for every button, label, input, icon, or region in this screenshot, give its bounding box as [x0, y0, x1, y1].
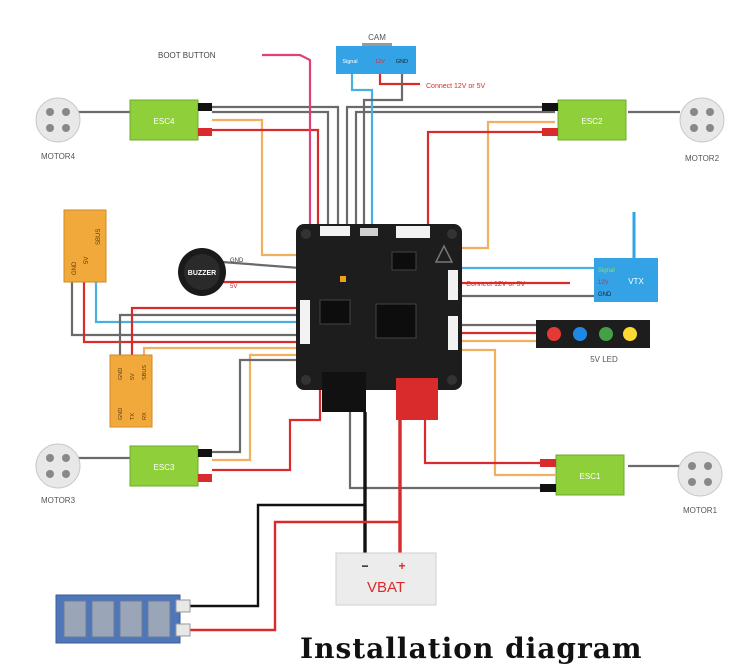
- wire-cam-blue: [350, 74, 374, 228]
- esc2-label: ESC2: [582, 117, 603, 126]
- wire-esc3-gray: [212, 358, 300, 454]
- wire-cam-red: [378, 74, 420, 86]
- battery: [55, 594, 191, 644]
- wire-rx-a-red: [82, 282, 300, 344]
- receiver-a: GND 5V SBUS: [63, 209, 107, 283]
- motor-2: MOTOR2: [679, 97, 725, 163]
- esc4-label: ESC4: [154, 117, 175, 126]
- motor4-label: MOTOR4: [41, 152, 76, 161]
- motor-3: MOTOR3: [35, 443, 81, 505]
- boot-button-label: BOOT BUTTON: [158, 51, 216, 60]
- cam-pin-gnd: GND: [396, 59, 408, 65]
- vbat-plus: +: [398, 559, 405, 573]
- cam-pin-power: 12V: [375, 59, 385, 65]
- diagram-caption: Installation diagram: [300, 632, 643, 665]
- vtx-power-note: Connect 12V or 5V: [466, 281, 525, 288]
- wire-rx-a-blue: [94, 282, 300, 324]
- esc3-label: ESC3: [154, 463, 175, 472]
- wire-esc3-red: [212, 380, 322, 472]
- wires: [70, 53, 680, 632]
- receiver-b-pin-5: TX: [130, 413, 136, 420]
- motor-4: MOTOR4: [35, 97, 81, 161]
- wire-rx-b-gray: [118, 313, 300, 355]
- wire-esc2-gray2: [345, 105, 555, 228]
- flight-controller-board: [296, 224, 462, 420]
- wire-esc4-gray1: [212, 110, 330, 228]
- wire-esc1-orange: [458, 348, 555, 477]
- receiver-a-pin-2: 5V: [84, 257, 90, 264]
- receiver-a-pin-3: SBUS: [96, 229, 102, 245]
- vtx-pin-gnd: GND: [598, 292, 612, 298]
- receiver-b-pin-3: SBUS: [142, 365, 148, 380]
- receiver-b-pin-4: GND: [118, 408, 124, 420]
- wire-rx-b-orange: [142, 346, 300, 355]
- led-strip: 5V LED: [536, 320, 650, 364]
- buzzer-gnd-label: GND: [230, 258, 244, 264]
- buzzer: BUZZER GND 5V: [178, 248, 244, 296]
- wire-esc2-orange: [458, 120, 555, 250]
- buzzer-5v-label: 5V: [230, 284, 237, 290]
- buzzer-label: BUZZER: [188, 270, 216, 277]
- receiver-b: GND 5V SBUS GND TX RX: [109, 354, 153, 428]
- motor-1: MOTOR1: [677, 451, 723, 515]
- cam-label: CAM: [368, 33, 386, 42]
- led-yellow: [623, 327, 637, 341]
- wire-esc2-red: [426, 130, 555, 228]
- esc-3: ESC3: [129, 445, 212, 487]
- receiver-b-pin-1: GND: [118, 368, 124, 380]
- motor3-label: MOTOR3: [41, 496, 76, 505]
- led-green: [599, 327, 613, 341]
- wire-buzzer-gnd: [221, 260, 301, 270]
- motor1-label: MOTOR1: [683, 506, 718, 515]
- vbat-minus: −: [361, 559, 368, 573]
- wire-cam-gray: [362, 74, 404, 228]
- wire-esc1-red: [423, 420, 555, 465]
- esc-1: ESC1: [540, 454, 625, 496]
- motor2-label: MOTOR2: [685, 154, 720, 163]
- vtx-label: VTX: [628, 277, 644, 286]
- wire-esc1-gray: [348, 380, 555, 490]
- vtx-pin-power: 12V: [598, 280, 609, 286]
- vtx: Signal 12V GND VTX Connect 12V or 5V: [466, 212, 658, 302]
- camera: CAM Signal 12V GND Connect 12V or 5V: [336, 33, 485, 90]
- vbat-label: VBAT: [367, 579, 405, 596]
- vbat-connector: − + VBAT: [335, 552, 437, 606]
- receiver-b-pin-6: RX: [142, 412, 148, 420]
- wire-esc4-orange: [212, 118, 300, 257]
- led-label: 5V LED: [590, 355, 618, 364]
- esc-2: ESC2: [542, 99, 627, 141]
- wire-esc4-red: [212, 128, 320, 228]
- led-blue: [573, 327, 587, 341]
- wire-battery-black: [190, 503, 365, 608]
- wire-esc4-gray2: [212, 105, 340, 228]
- wire-battery-red: [190, 520, 400, 632]
- receiver-a-pin-1: GND: [72, 261, 78, 275]
- wire-esc3-orange: [212, 353, 300, 462]
- wire-esc2-gray1: [354, 110, 555, 228]
- wire-rx-b-red: [130, 306, 300, 355]
- led-red: [547, 327, 561, 341]
- esc1-label: ESC1: [580, 472, 601, 481]
- wire-rx-a-gray: [70, 282, 300, 337]
- vtx-pin-signal: Signal: [598, 268, 615, 274]
- cam-power-note: Connect 12V or 5V: [426, 83, 485, 90]
- receiver-b-pin-2: 5V: [130, 373, 136, 380]
- cam-pin-signal: Signal: [342, 59, 357, 65]
- esc-4: ESC4: [129, 99, 212, 141]
